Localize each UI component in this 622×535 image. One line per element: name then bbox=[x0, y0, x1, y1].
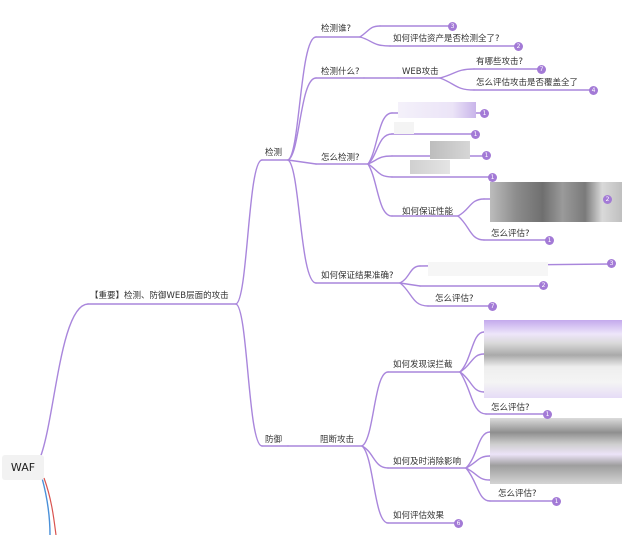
node-accuracy-eval[interactable]: 怎么评估? bbox=[435, 294, 474, 304]
count-badge[interactable]: 6 bbox=[454, 519, 463, 528]
node-who-child[interactable]: 如何评估资产是否检测全了? bbox=[393, 34, 500, 44]
node-misblock-eval[interactable]: 怎么评估? bbox=[491, 403, 530, 413]
node-perf-eval[interactable]: 怎么评估? bbox=[491, 229, 530, 239]
count-badge[interactable]: 2 bbox=[603, 195, 612, 204]
count-badge[interactable]: 1 bbox=[545, 236, 554, 245]
node-defend[interactable]: 防御 bbox=[265, 435, 283, 445]
main-topic[interactable]: 【重要】检测、防御WEB层面的攻击 bbox=[90, 291, 229, 301]
node-detect[interactable]: 检测 bbox=[265, 148, 283, 158]
node-block[interactable]: 阻断攻击 bbox=[320, 435, 355, 445]
redacted-eliminate bbox=[490, 418, 622, 484]
node-effect[interactable]: 如何评估效果 bbox=[393, 511, 445, 521]
count-badge[interactable]: 7 bbox=[488, 302, 497, 311]
node-what[interactable]: 检测什么? bbox=[321, 67, 360, 77]
count-badge[interactable]: 4 bbox=[589, 86, 598, 95]
redacted-misblock bbox=[484, 320, 622, 398]
node-how[interactable]: 怎么检测? bbox=[321, 153, 360, 163]
node-what-child-1[interactable]: 有哪些攻击? bbox=[476, 57, 524, 67]
count-badge[interactable]: 2 bbox=[514, 42, 523, 51]
count-badge[interactable]: 1 bbox=[543, 410, 552, 419]
count-badge[interactable]: 1 bbox=[482, 151, 491, 160]
redacted-perf bbox=[490, 182, 622, 222]
count-badge[interactable]: 3 bbox=[448, 22, 457, 31]
node-misblock[interactable]: 如何发现误拦截 bbox=[393, 360, 453, 370]
root-node[interactable]: WAF bbox=[2, 455, 44, 480]
node-eliminate-eval[interactable]: 怎么评估? bbox=[498, 489, 537, 499]
redacted-how-1 bbox=[398, 102, 476, 118]
node-web-attack[interactable]: WEB攻击 bbox=[402, 67, 439, 77]
redacted-how-3 bbox=[430, 141, 470, 159]
count-badge[interactable]: 2 bbox=[539, 281, 548, 290]
redacted-accuracy bbox=[428, 262, 548, 276]
node-who[interactable]: 检测谁? bbox=[321, 24, 352, 34]
redacted-how-2 bbox=[394, 122, 414, 134]
node-accuracy[interactable]: 如何保证结果准确? bbox=[321, 271, 394, 281]
redacted-how-4 bbox=[410, 160, 450, 174]
count-badge[interactable]: 1 bbox=[488, 173, 497, 182]
root-label: WAF bbox=[10, 461, 36, 474]
count-badge[interactable]: 1 bbox=[471, 130, 480, 139]
node-what-child-2[interactable]: 怎么评估攻击是否覆盖全了 bbox=[476, 78, 579, 88]
count-badge[interactable]: 1 bbox=[552, 497, 561, 506]
count-badge[interactable]: 3 bbox=[607, 259, 616, 268]
node-perf[interactable]: 如何保证性能 bbox=[402, 207, 454, 217]
count-badge[interactable]: 1 bbox=[480, 109, 489, 118]
count-badge[interactable]: 7 bbox=[537, 65, 546, 74]
node-eliminate[interactable]: 如何及时消除影响 bbox=[393, 457, 462, 467]
